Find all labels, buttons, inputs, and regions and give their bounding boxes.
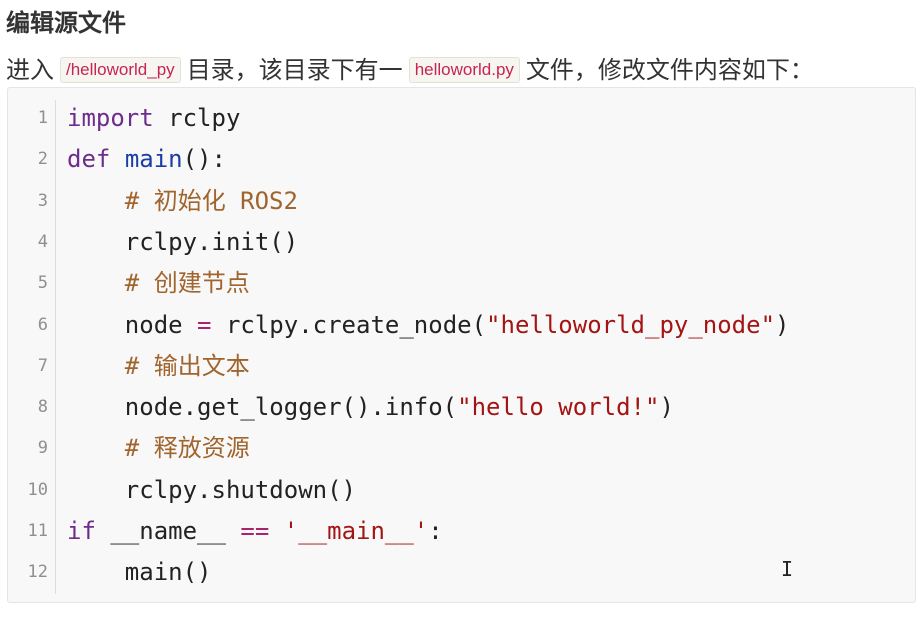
code-token: '__main__' xyxy=(283,517,429,545)
code-token: rclpy.init() xyxy=(67,227,299,256)
line-number: 12 xyxy=(27,562,48,583)
code-token: ) xyxy=(775,310,790,339)
paragraph-suffix: 文件，修改文件内容如下： xyxy=(525,56,814,84)
code-token xyxy=(269,517,283,545)
code-token: rclpy.shutdown() xyxy=(67,475,356,504)
line-number: 9 xyxy=(37,438,48,459)
code-token xyxy=(67,187,125,215)
code-token: == xyxy=(240,517,270,545)
code-token: def xyxy=(67,145,111,174)
line-number: 7 xyxy=(37,355,48,376)
paragraph-prefix: 进入 xyxy=(6,56,54,84)
code-token: : xyxy=(428,517,443,545)
code-token: # 创建节点 xyxy=(124,269,250,298)
code-token: ) xyxy=(659,393,674,422)
code-token: # 初始化 ROS2 xyxy=(124,186,298,215)
code-token: # 释放资源 xyxy=(124,434,250,463)
code-token: import xyxy=(67,104,154,132)
code-token: main xyxy=(124,145,183,174)
code-token: (): xyxy=(182,145,226,174)
code-line: main() xyxy=(67,552,212,593)
text-cursor-icon: I xyxy=(781,557,794,581)
code-token: if xyxy=(67,517,96,545)
code-line: import rclpy xyxy=(67,98,240,139)
code-line: # 释放资源 xyxy=(67,428,250,469)
paragraph-middle: 目录，该目录下有一 xyxy=(186,56,403,84)
line-number: 10 xyxy=(27,479,48,500)
code-line: # 创建节点 xyxy=(67,263,250,304)
code-line: # 初始化 ROS2 xyxy=(67,181,298,222)
code-token: "helloworld_py_node" xyxy=(486,310,776,339)
code-token: main() xyxy=(67,558,212,587)
inline-code-directory: /helloworld_py xyxy=(60,57,181,83)
code-line: if __name__ == '__main__': xyxy=(67,511,443,552)
code-line: node.get_logger().info("hello world!") xyxy=(67,387,674,428)
line-number: 11 xyxy=(27,521,48,541)
code-line: rclpy.init() xyxy=(67,222,298,263)
line-number: 3 xyxy=(37,190,48,211)
code-token: node xyxy=(67,310,198,339)
line-number: 1 xyxy=(37,108,48,128)
code-token: rclpy xyxy=(153,104,241,132)
code-token: # 输出文本 xyxy=(124,351,250,380)
code-token xyxy=(67,434,125,462)
line-number: 8 xyxy=(37,397,48,418)
code-token: __name__ xyxy=(95,517,241,545)
code-token: "hello world!" xyxy=(457,393,660,422)
code-token: rclpy.create_node( xyxy=(211,310,487,339)
code-line: def main(): xyxy=(67,139,226,180)
code-token xyxy=(67,352,125,380)
inline-code-filename: helloworld.py xyxy=(408,57,520,83)
code-token xyxy=(110,145,124,173)
line-number: 5 xyxy=(37,273,48,294)
section-heading: 编辑源文件 xyxy=(6,9,126,37)
line-number: 2 xyxy=(37,149,48,170)
code-token xyxy=(67,269,125,297)
code-token: = xyxy=(197,310,212,339)
line-number: 6 xyxy=(37,314,48,335)
code-line: node = rclpy.create_node("helloworld_py_… xyxy=(67,305,790,346)
code-line: # 输出文本 xyxy=(67,346,250,387)
code-line: rclpy.shutdown() xyxy=(67,470,356,511)
line-number: 4 xyxy=(37,231,48,252)
code-token: node.get_logger().info( xyxy=(67,393,458,422)
